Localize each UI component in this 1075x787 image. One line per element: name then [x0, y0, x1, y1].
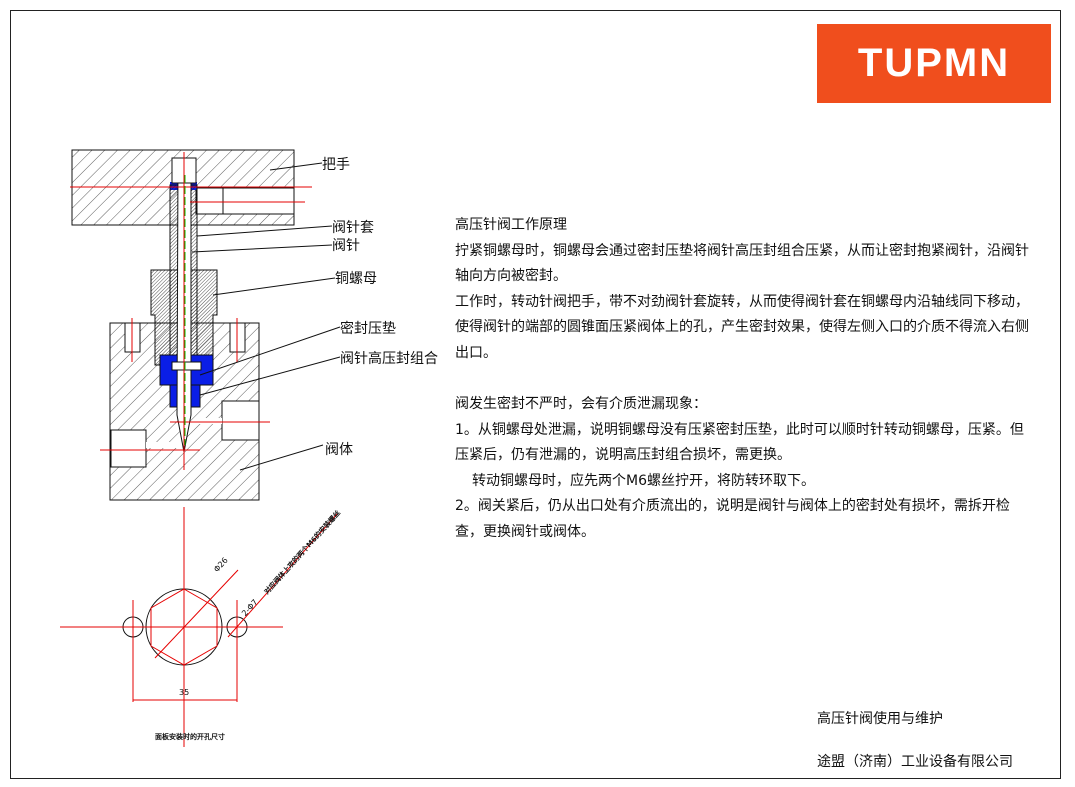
paragraph-2: 工作时，转动针阀把手，带不对劲阀针套旋转，从而使得阀针套在铜螺母内沿轴线同下移动…	[455, 293, 1029, 361]
panel-caption: 面板安装时的开孔尺寸	[155, 733, 225, 741]
label-high-pressure-seal: 阀针高压封组合	[340, 351, 438, 367]
label-valve-body: 阀体	[325, 442, 353, 458]
brand-logo: TUPMN	[817, 24, 1051, 103]
label-handle: 把手	[322, 157, 350, 173]
logo-text: TUPMN	[857, 41, 1011, 85]
item-2: 2。阀关紧后，仍从出口处有介质流出的，说明是阀针与阀体上的密封处有损坏，需拆开检…	[455, 498, 1010, 540]
label-seal-gasket: 密封压垫	[340, 321, 396, 337]
label-needle: 阀针	[332, 238, 360, 254]
doc-title: 高压针阀使用与维护	[817, 711, 943, 727]
label-needle-sleeve: 阀针套	[332, 220, 374, 236]
company-name: 途盟（济南）工业设备有限公司	[817, 754, 1013, 770]
paragraph-1: 拧紧铜螺母时，铜螺母会通过密封压垫将阀针高压封组合压紧，从而让密封抱紧阀针，沿阀…	[455, 242, 1029, 285]
panel-cutout-drawing	[60, 507, 338, 747]
label-copper-nut: 铜螺母	[335, 271, 377, 287]
leak-title: 阀发生密封不严时，会有介质泄漏现象：	[455, 396, 707, 412]
item-1: 1。从铜螺母处泄漏，说明铜螺母没有压紧密封压垫，此时可以顺时针转动铜螺母，压紧。…	[455, 421, 1024, 464]
section-title: 高压针阀工作原理	[455, 217, 567, 233]
instructions: 高压针阀工作原理 拧紧铜螺母时，铜螺母会通过密封压垫将阀针高压封组合压紧，从而让…	[455, 213, 1035, 545]
item-1-note: 转动铜螺母时，应先两个M6螺丝拧开，将防转环取下。	[472, 472, 815, 489]
spacing-label: 35	[179, 688, 190, 697]
drawing-frame	[10, 10, 1061, 779]
